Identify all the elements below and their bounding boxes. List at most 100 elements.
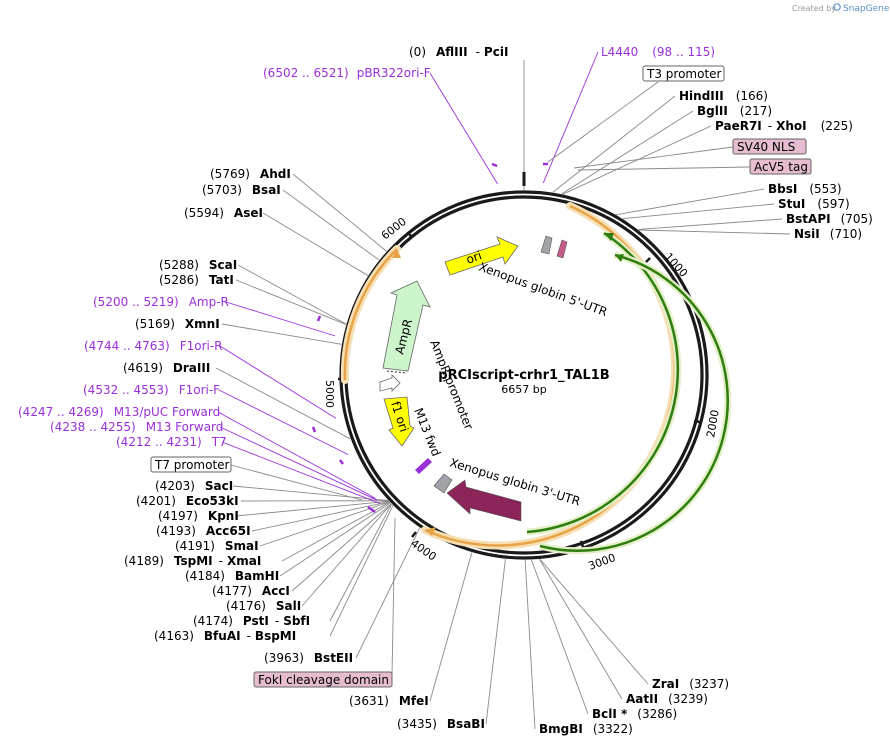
leader-hindiii: [552, 95, 676, 193]
site-kpni[interactable]: (4197)KpnI: [158, 509, 239, 523]
svg-text:(4238 .. 4255)M13 Forward: (4238 .. 4255)M13 Forward: [50, 420, 223, 434]
svg-text:(4532 .. 4553)F1ori-F: (4532 .. 4553)F1ori-F: [83, 383, 220, 397]
svg-text:BbsI(553): BbsI(553): [768, 182, 842, 196]
site-afliii[interactable]: (0)AflIII-PciI: [409, 45, 508, 59]
leader-lines: [215, 51, 791, 730]
feature-ampr-promoter-arrow: [379, 374, 401, 392]
site-smai[interactable]: (4191)SmaI: [175, 539, 259, 553]
tick-6000: 6000: [379, 215, 413, 242]
feature-m13fwd-mark: [415, 458, 432, 474]
site-aatii[interactable]: AatII(3239): [626, 692, 708, 706]
label-xenopus-globin-5-utr: Xenopus globin 5'-UTR: [477, 260, 609, 320]
svg-text:BstAPI(705): BstAPI(705): [786, 212, 873, 226]
plasmid-name: pRCIscript-crhr1_TAL1B: [438, 368, 609, 383]
site-bfuai[interactable]: (4163)BfuAI-BspMI: [154, 629, 296, 643]
svg-text:2000: 2000: [704, 409, 722, 439]
primer-t7[interactable]: (4212 .. 4231)T7: [116, 435, 227, 449]
feature-box-acv5-tag[interactable]: AcV5 tag: [749, 158, 812, 175]
svg-text:(4744 .. 4763)F1ori-R: (4744 .. 4763)F1ori-R: [84, 339, 223, 353]
leader-primer-pbr322: [429, 72, 498, 185]
site-mfei[interactable]: (3631)MfeI: [349, 694, 429, 708]
site-bsai[interactable]: (5703)BsaI: [202, 183, 281, 197]
tick-2000: 2000: [693, 409, 722, 439]
site-bbsi[interactable]: BbsI(553): [768, 182, 842, 196]
leader-box-foki: [391, 517, 396, 676]
site-ahdi[interactable]: (5769)AhdI: [210, 167, 291, 181]
svg-text:(4174)PstI-SbfI: (4174)PstI-SbfI: [193, 614, 310, 628]
site-acci[interactable]: (4177)AccI: [212, 584, 290, 598]
leader-box-t3: [547, 81, 659, 163]
leader-primer-m13puc: [217, 411, 376, 499]
site-paer7i[interactable]: PaeR7I-XhoI(225): [715, 119, 853, 133]
primer-pbr322ori-f[interactable]: (6502 .. 6521)pBR322ori-F: [263, 66, 431, 80]
svg-text:(4247 .. 4269)M13/pUC Forward: (4247 .. 4269)M13/pUC Forward: [18, 405, 220, 419]
primer-m13-forward[interactable]: (4238 .. 4255)M13 Forward: [50, 420, 223, 434]
svg-text:T7 promoter: T7 promoter: [154, 458, 230, 472]
primer-f1ori-f[interactable]: (4532 .. 4553)F1ori-F: [83, 383, 220, 397]
leader-primer-f1orir: [219, 345, 337, 419]
primer-l4440[interactable]: L4440(98 .. 115): [601, 45, 715, 59]
site-bsteii[interactable]: (3963)BstEII: [264, 651, 353, 665]
primer-m13-puc-forward[interactable]: (4247 .. 4269)M13/pUC Forward: [18, 405, 220, 419]
site-hindiii[interactable]: HindIII(166): [679, 89, 768, 103]
primer-amp-r[interactable]: (5200 .. 5219)Amp-R: [93, 295, 229, 309]
svg-text:(3435)BsaBI: (3435)BsaBI: [397, 717, 485, 731]
leader-bsabi: [485, 559, 506, 725]
svg-text:5000: 5000: [323, 380, 336, 408]
site-bamhi[interactable]: (4184)BamHI: [185, 569, 279, 583]
leader-tati: [235, 279, 347, 325]
site-scai[interactable]: (5288)ScaI: [159, 258, 237, 272]
leader-bsai: [282, 189, 380, 261]
svg-text:(3963)BstEII: (3963)BstEII: [264, 651, 353, 665]
site-bmgbi[interactable]: BmgBI(3322): [539, 722, 633, 736]
primer-f1ori-r[interactable]: (4744 .. 4763)F1ori-R: [84, 339, 223, 353]
leader-bcli: [530, 559, 589, 715]
leader-psti: [329, 503, 392, 622]
svg-text:NsiI(710): NsiI(710): [794, 227, 862, 241]
leader-bglii: [561, 110, 694, 195]
leader-mfei: [429, 552, 473, 702]
feature-box-t3-promoter[interactable]: T3 promoter: [642, 65, 725, 82]
site-saci[interactable]: (4203)SacI: [155, 479, 233, 493]
site-bsabi[interactable]: (3435)BsaBI: [397, 717, 485, 731]
svg-text:(4191)SmaI: (4191)SmaI: [175, 539, 259, 553]
svg-text:HindIII(166): HindIII(166): [679, 89, 768, 103]
site-nsii[interactable]: NsiI(710): [794, 227, 862, 241]
svg-text:(5288)ScaI: (5288)ScaI: [159, 258, 237, 272]
leader-acc65i: [251, 501, 390, 532]
svg-text:(4619)DraIII: (4619)DraIII: [123, 361, 210, 375]
leader-scai: [237, 264, 347, 325]
site-sali[interactable]: (4176)SalI: [226, 599, 301, 613]
svg-text:(0)AflIII-PciI: (0)AflIII-PciI: [409, 45, 508, 59]
feature-box-sv40-nls[interactable]: SV40 NLS: [732, 138, 807, 155]
svg-text:(4201)Eco53kI: (4201)Eco53kI: [136, 494, 239, 508]
leader-primer-f1orif: [218, 389, 349, 456]
svg-text:PaeR7I-XhoI(225): PaeR7I-XhoI(225): [715, 119, 853, 133]
site-tati[interactable]: (5286)TatI: [159, 273, 234, 287]
site-bglii[interactable]: BglII(217): [697, 104, 772, 118]
site-bstapi[interactable]: BstAPI(705): [786, 212, 873, 226]
site-xmni[interactable]: (5169)XmnI: [135, 317, 220, 331]
svg-text:AatII(3239): AatII(3239): [626, 692, 708, 706]
svg-text:(6502 .. 6521)pBR322ori-F: (6502 .. 6521)pBR322ori-F: [263, 66, 431, 80]
site-draiii[interactable]: (4619)DraIII: [123, 361, 210, 375]
site-eco53ki[interactable]: (4201)Eco53kI: [136, 494, 239, 508]
svg-text:(4176)SalI: (4176)SalI: [226, 599, 301, 613]
svg-text:ZraI(3237): ZraI(3237): [652, 677, 729, 691]
feature-box-foki-cleavage-domain[interactable]: FokI cleavage domain: [253, 671, 393, 688]
svg-text:3000: 3000: [587, 551, 618, 573]
site-acc65i[interactable]: (4193)Acc65I: [156, 524, 251, 538]
site-zrai[interactable]: ZraI(3237): [652, 677, 729, 691]
site-stui[interactable]: StuI(597): [778, 197, 850, 211]
leader-acci: [291, 503, 392, 592]
svg-text:BmgBI(3322): BmgBI(3322): [539, 722, 633, 736]
feature-box-t7-promoter[interactable]: T7 promoter: [150, 456, 232, 473]
svg-text:ori: ori: [464, 248, 483, 266]
svg-text:(4193)Acc65I: (4193)Acc65I: [156, 524, 251, 538]
plasmid-length: 6657 bp: [501, 383, 546, 396]
site-asei[interactable]: (5594)AseI: [184, 206, 263, 220]
svg-text:(4197)KpnI: (4197)KpnI: [158, 509, 239, 523]
site-tspmi[interactable]: (4189)TspMI-XmaI: [124, 554, 261, 568]
site-psti[interactable]: (4174)PstI-SbfI: [193, 614, 310, 628]
site-bcli[interactable]: BclI *(3286): [592, 707, 677, 721]
